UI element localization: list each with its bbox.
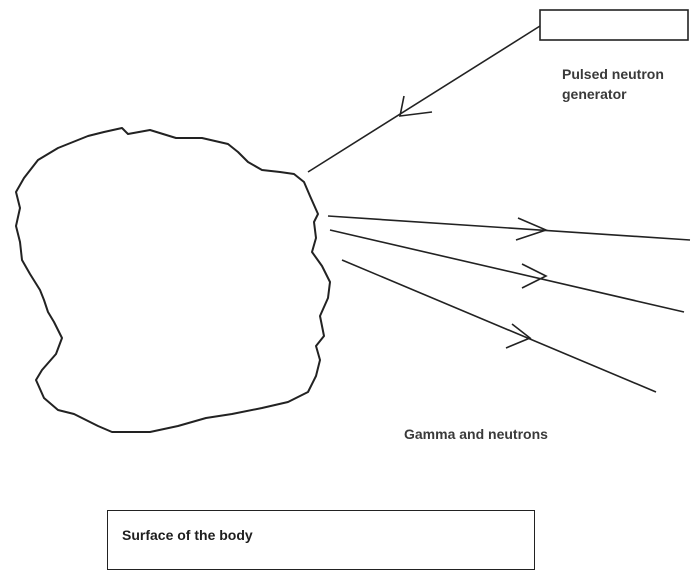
emission-label: Gamma and neutrons bbox=[404, 424, 548, 444]
generator-box bbox=[540, 10, 688, 40]
emission-ray-3 bbox=[342, 260, 656, 392]
caption-text: Surface of the body bbox=[122, 525, 253, 545]
emission-ray-1 bbox=[328, 216, 690, 240]
generator-label-line-2: generator bbox=[562, 84, 664, 104]
incident-beam-arrowhead bbox=[400, 96, 432, 116]
caption-box: Surface of the body bbox=[107, 510, 535, 570]
emission-ray-3-arrowhead bbox=[506, 324, 530, 348]
incident-beam-line bbox=[308, 26, 540, 172]
generator-label-line-1: Pulsed neutron bbox=[562, 64, 664, 84]
emission-ray-2 bbox=[330, 230, 684, 312]
generator-label: Pulsed neutron generator bbox=[562, 64, 664, 104]
body-outline bbox=[16, 128, 330, 432]
